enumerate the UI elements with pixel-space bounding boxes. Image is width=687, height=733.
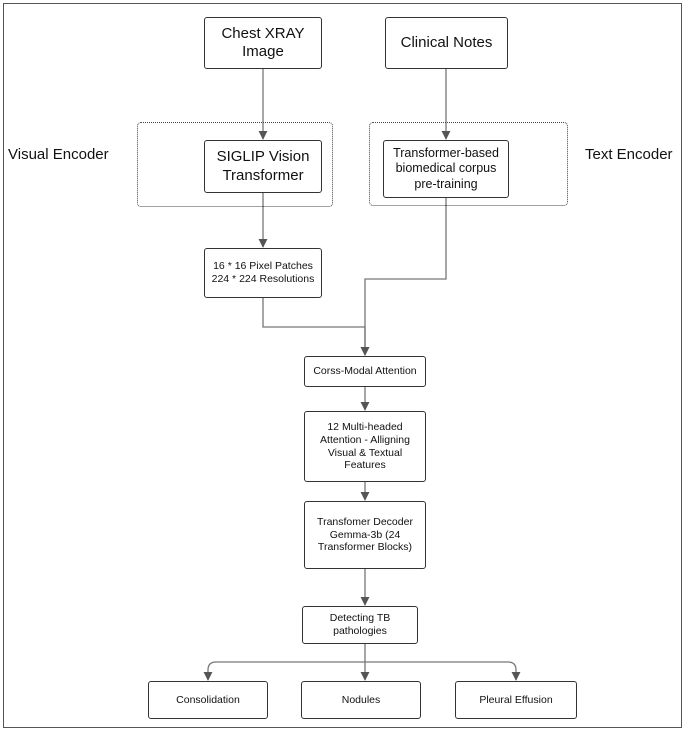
nodules-node: Nodules (301, 681, 421, 719)
cross-modal-node: Corss-Modal Attention (304, 356, 426, 387)
arrow-split-to-consolidation (203, 661, 365, 681)
patches-node: 16 * 16 Pixel Patches 224 * 224 Resoluti… (204, 248, 322, 298)
siglip-node: SIGLIP Vision Transformer (204, 140, 322, 193)
multi-head-node: 12 Multi-headed Attention - Alligning Vi… (304, 411, 426, 482)
visual-encoder-group (137, 122, 333, 207)
text-encoder-group (369, 122, 568, 206)
arrow-split-to-pleural (365, 661, 521, 681)
chest-xray-node: Chest XRAY Image (204, 17, 322, 69)
biomedical-node: Transformer-based biomedical corpus pre-… (383, 140, 509, 198)
diagram-frame (3, 3, 682, 728)
arrow-biomedical-to-crossmodal (360, 198, 447, 356)
clinical-notes-node: Clinical Notes (385, 17, 508, 69)
visual-encoder-label: Visual Encoder (8, 146, 109, 163)
arrow-patches-to-crossmodal (262, 298, 370, 356)
decoder-node: Transfomer Decoder Gemma-3b (24 Transfor… (304, 501, 426, 569)
pleural-effusion-node: Pleural Effusion (455, 681, 577, 719)
detecting-node: Detecting TB pathologies (302, 606, 418, 644)
text-encoder-label: Text Encoder (585, 146, 673, 163)
consolidation-node: Consolidation (148, 681, 268, 719)
